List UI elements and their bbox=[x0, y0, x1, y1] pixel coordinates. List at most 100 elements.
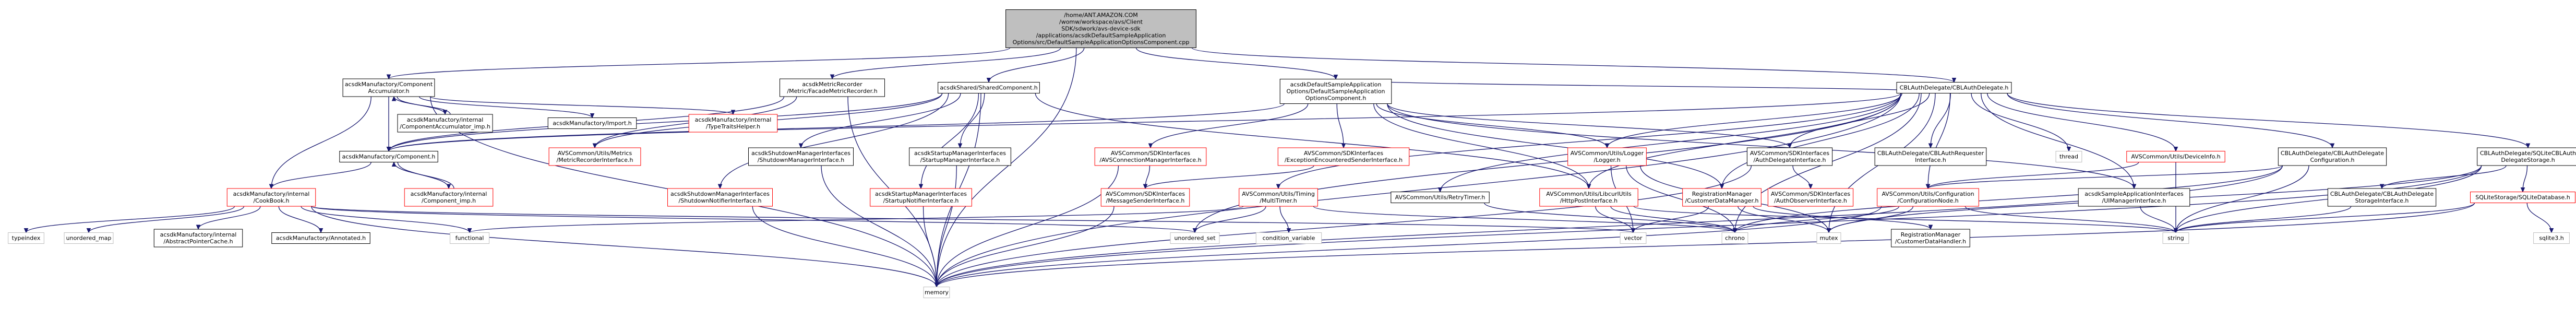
node-metric[interactable]: acsdkMetricRecorder/Metric/FacadeMetricR… bbox=[780, 78, 885, 97]
node-string[interactable]: string bbox=[2162, 232, 2189, 244]
node-sqlite3[interactable]: sqlite3.h bbox=[2533, 232, 2570, 244]
node-label-line: Options/src/DefaultSampleApplicationOpti… bbox=[1013, 39, 1190, 46]
node-box bbox=[1100, 188, 1190, 207]
node-label-line: /MessageSenderInterface.h bbox=[1106, 197, 1185, 204]
node-component-imp[interactable]: acsdkManufactory/internal/Component_imp.… bbox=[404, 188, 494, 207]
edge-sqlstorage-to-sqlitedb bbox=[2520, 165, 2528, 193]
node-cblstorage[interactable]: CBLAuthDelegate/CBLAuthDelegateStorageIn… bbox=[2327, 188, 2437, 207]
node-abspc[interactable]: acsdkManufactory/internal/AbstractPointe… bbox=[153, 229, 243, 248]
node-authdel[interactable]: AVSCommon/SDKInterfaces/AuthDelegateInte… bbox=[1746, 147, 1833, 166]
edge-confignode-to-chrono bbox=[1732, 206, 1900, 233]
node-sqlitedb[interactable]: SQLiteStorage/SQLiteDatabase.h bbox=[2470, 192, 2575, 203]
edge-arrowhead bbox=[2549, 228, 2554, 233]
node-box bbox=[2055, 151, 2082, 162]
edge-line bbox=[1753, 206, 1931, 230]
node-label-line: unordered_set bbox=[1174, 235, 1216, 242]
node-comp-acc[interactable]: acsdkManufactory/ComponentAccumulator.h bbox=[342, 78, 435, 97]
node-cblconf[interactable]: CBLAuthDelegate/CBLAuthDelegateConfigura… bbox=[2278, 147, 2387, 166]
edge-line bbox=[2175, 165, 2309, 233]
node-httppost[interactable]: AVSCommon/Utils/LibcurlUtils/HttpPostInt… bbox=[1539, 188, 1638, 207]
edge-line bbox=[1373, 103, 1589, 189]
node-box bbox=[667, 188, 773, 207]
edge-line bbox=[1927, 93, 1951, 189]
node-label-line: SQLiteStorage/SQLiteDatabase.h bbox=[2475, 194, 2570, 201]
node-shared[interactable]: acsdkShared/SharedComponent.h bbox=[938, 82, 1040, 93]
node-chrono[interactable]: chrono bbox=[1721, 232, 1748, 244]
node-box bbox=[1391, 192, 1490, 203]
node-retry[interactable]: AVSCommon/Utils/RetryTimer.h bbox=[1391, 192, 1490, 203]
edge-line bbox=[1376, 103, 1608, 148]
node-mutex[interactable]: mutex bbox=[1816, 232, 1841, 244]
node-confignode[interactable]: AVSCommon/Utils/Configuration/Configurat… bbox=[1877, 188, 1979, 207]
edge-sqlitedb-to-memory bbox=[934, 203, 2475, 288]
node-label-line: /ComponentAccumulator_imp.h bbox=[400, 123, 490, 130]
node-label-line: acsdkShutdownManagerInterfaces bbox=[670, 191, 770, 197]
node-root[interactable]: /home/ANT.AMAZON.COM/womw/workspace/avs/… bbox=[1005, 9, 1196, 48]
node-label-line: /AVSConnectionManagerInterface.h bbox=[1099, 157, 1201, 163]
node-typeindex[interactable]: typeindex bbox=[8, 232, 44, 244]
node-label-line: /StartupNotifierInterface.h bbox=[883, 197, 959, 204]
edge-line bbox=[1987, 93, 2176, 151]
edge-defopts-to-avsconn bbox=[1148, 103, 1309, 149]
node-label-line: /home/ANT.AMAZON.COM bbox=[1064, 12, 1138, 19]
node-box bbox=[1239, 188, 1318, 207]
node-vector[interactable]: vector bbox=[1620, 232, 1647, 244]
node-logger[interactable]: AVSCommon/Utils/Logger/Logger.h bbox=[1567, 147, 1647, 166]
edge-line bbox=[988, 48, 1085, 82]
node-cookbook[interactable]: acsdkManufactory/internal/CookBook.h bbox=[226, 188, 316, 207]
node-label-line: CBLAuthDelegate/CBLAuthDelegate.h bbox=[1900, 85, 2009, 91]
node-label-line: acsdkShared/SharedComponent.h bbox=[940, 85, 1037, 91]
node-authobs[interactable]: AVSCommon/SDKInterfaces/AuthObserverInte… bbox=[1767, 188, 1854, 207]
node-label-line: /HttpPostInterface.h bbox=[1560, 197, 1618, 204]
node-sqlstorage[interactable]: CBLAuthDelegate/SQLiteCBLAuthDelegateSto… bbox=[2477, 147, 2576, 166]
node-thread[interactable]: thread bbox=[2055, 151, 2082, 162]
edge-cookbook-to-typeindex bbox=[23, 206, 235, 233]
node-startupmgr[interactable]: acsdkStartupManagerInterfaces/StartupMan… bbox=[909, 147, 1011, 166]
node-annotated[interactable]: acsdkManufactory/Annotated.h bbox=[271, 232, 370, 244]
node-box bbox=[1877, 188, 1979, 207]
node-functional[interactable]: functional bbox=[450, 232, 489, 244]
node-component[interactable]: acsdkManufactory/Component.h bbox=[339, 151, 438, 162]
edge-multitimer-to-functional bbox=[467, 206, 1244, 233]
node-metrics[interactable]: AVSCommon/Utils/Metrics/MetricRecorderIn… bbox=[548, 147, 641, 166]
edge-shared-to-shutdownnot bbox=[717, 93, 949, 190]
node-label-line: acsdkManufactory/Annotated.h bbox=[276, 235, 366, 242]
node-label-line: AVSCommon/SDKInterfaces bbox=[1106, 191, 1185, 197]
node-memory[interactable]: memory bbox=[923, 287, 950, 298]
node-msgsender[interactable]: AVSCommon/SDKInterfaces/MessageSenderInt… bbox=[1100, 188, 1190, 207]
node-shutdownnot[interactable]: acsdkShutdownManagerInterfaces/ShutdownN… bbox=[667, 188, 773, 207]
node-cbl[interactable]: CBLAuthDelegate/CBLAuthDelegate.h bbox=[1896, 82, 2012, 93]
node-shutdownmgr[interactable]: acsdkShutdownManagerInterfaces/ShutdownM… bbox=[748, 147, 854, 166]
edge-arrowhead bbox=[196, 225, 201, 230]
node-typeindexh[interactable]: acsdkManufactory/internal/TypeTraitsHelp… bbox=[688, 114, 778, 133]
edge-line bbox=[2526, 203, 2552, 233]
node-startupnot[interactable]: acsdkStartupManagerInterfaces/StartupNot… bbox=[870, 188, 972, 207]
node-multitimer[interactable]: AVSCommon/Utils/Timing/MultiTimer.h bbox=[1239, 188, 1318, 207]
node-label-line: /applications/acsdkDefaultSampleApplicat… bbox=[1036, 32, 1166, 39]
node-customerhandler[interactable]: RegistrationManager/CustomerDataHandler.… bbox=[1891, 229, 1970, 248]
node-import[interactable]: acsdkManufactory/Import.h bbox=[547, 117, 637, 129]
node-uimgr[interactable]: acsdkSampleApplicationInterfaces/UIManag… bbox=[2078, 188, 2190, 207]
node-label-line: AVSCommon/Utils/Configuration bbox=[1882, 191, 1974, 197]
node-label-line: /MultiTimer.h bbox=[1260, 197, 1297, 204]
node-exception[interactable]: AVSCommon/SDKInterfaces/ExceptionEncount… bbox=[1277, 147, 1410, 166]
node-comp-acc-imp[interactable]: acsdkManufactory/internal/ComponentAccum… bbox=[397, 114, 493, 133]
node-label-line: acsdkShutdownManagerInterfaces bbox=[751, 150, 850, 157]
node-regmgr[interactable]: RegistrationManager/CustomerDataManager.… bbox=[1682, 188, 1762, 207]
node-avsconn[interactable]: AVSCommon/SDKInterfaces/AVSConnectionMan… bbox=[1094, 147, 1207, 166]
edge-multitimer-to-condvar bbox=[1279, 206, 1291, 233]
edge-layer bbox=[23, 47, 2554, 288]
node-unordered-set[interactable]: unordered_set bbox=[1170, 232, 1220, 244]
edge-cbl-to-retry bbox=[1437, 93, 1901, 193]
node-condvar[interactable]: condition_variable bbox=[1255, 232, 1322, 244]
node-label-line: condition_variable bbox=[1263, 235, 1315, 242]
node-deviceinfo[interactable]: AVSCommon/Utils/DeviceInfo.h bbox=[2126, 151, 2225, 162]
node-defopts[interactable]: acsdkDefaultSampleApplicationOptions/Def… bbox=[1279, 79, 1392, 104]
node-label-line: acsdkManufactory/internal bbox=[411, 191, 487, 197]
edge-line bbox=[720, 93, 949, 189]
node-unordered-map[interactable]: unordered_map bbox=[64, 232, 114, 244]
edge-line bbox=[418, 96, 593, 119]
node-cblreq[interactable]: CBLAuthDelegate/CBLAuthRequesterInterfac… bbox=[1874, 147, 1987, 166]
edge-line bbox=[1135, 48, 1336, 79]
node-box bbox=[8, 232, 44, 244]
